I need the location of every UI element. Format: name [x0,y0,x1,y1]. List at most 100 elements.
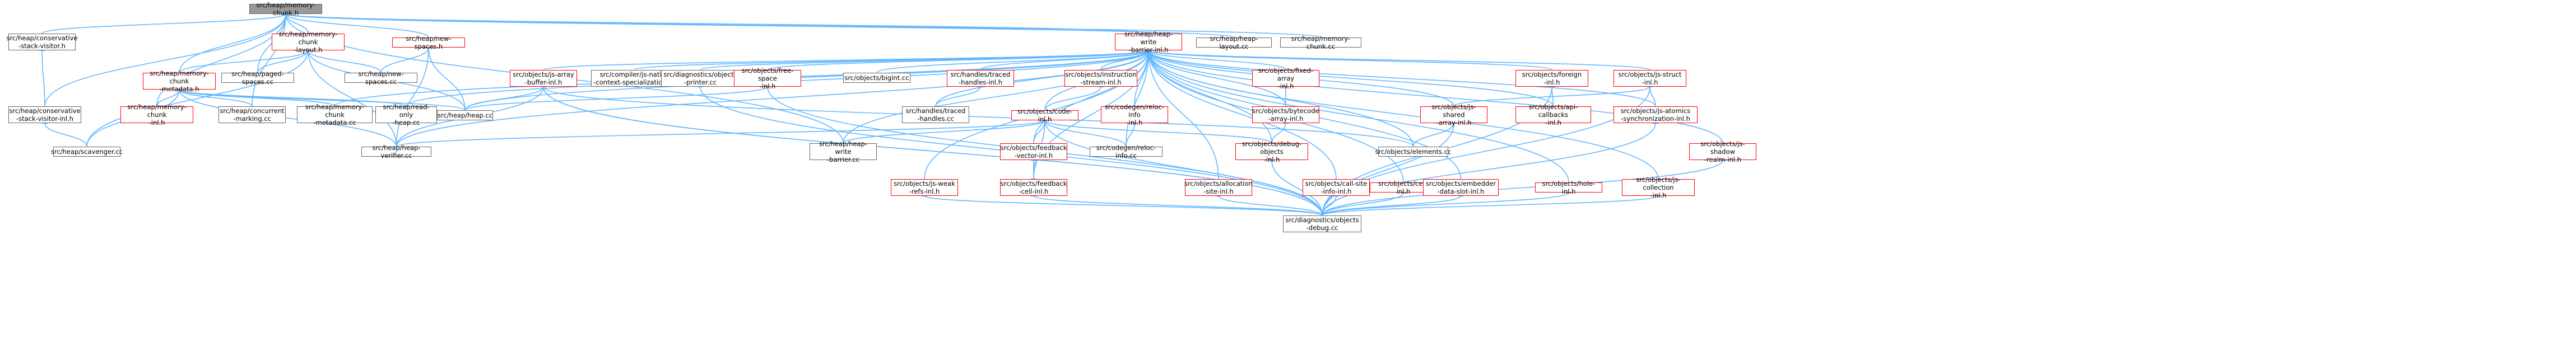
node-heap-write-barrier-inl-h[interactable]: src/heap/heap-write -barrier-inl.h [1115,30,1182,54]
edge-n7-n22 [176,83,253,107]
edge-n10-n25 [464,81,547,111]
node-objects-printer-cc[interactable]: src/diagnostics/objects -printer.cc [661,70,740,87]
node-free-space-inl-h[interactable]: src/objects/free-space -inl.h [734,67,801,90]
node-paged-spaces-cc[interactable]: src/heap/paged-spaces.cc [221,70,294,86]
edge-n3-n25 [425,41,466,111]
node-reloc-info-cc[interactable]: src/codegen/reloc-info.cc [1090,144,1163,160]
node-traced-handles-cc[interactable]: src/handles/traced -handles.cc [902,106,969,123]
node-memory-chunk-metadata-cc[interactable]: src/heap/memory-chunk -metadata.cc [297,103,373,126]
node-elements-cc[interactable]: src/objects/elements.cc [1375,147,1452,157]
edge-n15-n26 [935,81,984,107]
edge-n44-n49 [1322,190,1340,216]
edge-n2-n34 [305,44,397,147]
edge-n7-n25 [176,83,466,111]
node-feedback-cell-inl-h[interactable]: src/objects/feedback -cell-inl.h [1000,179,1067,196]
edge-n13-n25 [464,81,771,111]
node-scavenger-cc[interactable]: src/heap/scavenger.cc [50,147,123,157]
node-memory-chunk-layout-h[interactable]: src/heap/memory-chunk -layout.h [272,30,345,54]
node-objects-debug-cc[interactable]: src/diagnostics/objects -debug.cc [1283,215,1361,232]
node-heap-verifier-cc[interactable]: src/heap/heap-verifier.cc [361,144,431,160]
node-js-array-buffer-inl-h[interactable]: src/objects/js-array -buffer-inl.h [510,70,577,87]
edge-n0-n7 [179,8,289,73]
edge-n4-n47 [1145,44,1569,183]
edge-n3-n9 [380,41,432,73]
edge-n2-n7 [179,44,311,73]
edge-n4-n31 [1145,44,1554,107]
node-memory-chunk-metadata-h[interactable]: src/heap/memory-chunk -metadata.h [143,69,216,93]
node-code-inl-h[interactable]: src/objects/code-inl.h [1011,107,1078,123]
node-api-callbacks-inl-h[interactable]: src/objects/api-callbacks -inl.h [1515,103,1591,126]
node-js-shadow-realm-inl-h[interactable]: src/objects/js-shadow -realm-inl.h [1689,140,1756,163]
edge-n27-n37 [1041,114,1127,147]
edge-n7-n34 [176,83,397,147]
edge-n32-n49 [1322,117,1659,216]
node-heap-layout-cc[interactable]: src/heap/heap-layout.cc [1196,35,1272,50]
edge-n28-n37 [1126,117,1138,147]
edge-n0-n1 [41,8,289,34]
edge-n4-n48 [1145,44,1659,180]
edge-n0-n4 [282,8,1149,34]
node-debug-objects-inl-h[interactable]: src/objects/debug-objects -inl.h [1235,140,1308,163]
edge-n4-n18 [1145,44,1552,71]
node-heap-write-barrier-cc[interactable]: src/heap/heap-write -barrier.cc [810,140,877,163]
edge-n4-n40 [1145,44,1723,144]
node-js-collection-inl-h[interactable]: src/objects/js-collection -inl.h [1622,176,1695,199]
node-js-weak-refs-inl-h[interactable]: src/objects/js-weak -refs-inl.h [891,179,958,196]
edge-n4-n44 [1145,44,1337,180]
edge-n2-n33 [86,44,311,147]
edge-n27-n34 [396,114,1048,147]
edge-n4-n13 [767,44,1152,71]
node-call-site-info-inl-h[interactable]: src/objects/call-site -info-inl.h [1303,179,1370,196]
edge-n38-n49 [1268,154,1323,216]
node-conservative-stack-visitor-inl-h[interactable]: src/heap/conservative -stack-visitor-inl… [8,106,81,123]
node-conservative-stack-visitor-h[interactable]: src/heap/conservative -stack-visitor.h [6,34,78,50]
edge-n4-n37 [1126,44,1152,147]
edge-n4-n25 [464,44,1152,111]
edge-n10-n39 [540,81,1414,147]
edge-n0-n3 [282,8,429,38]
node-new-spaces-cc[interactable]: src/heap/new-spaces.cc [345,70,417,86]
node-memory-chunk-h: src/heap/memory-chunk.h [249,1,322,17]
node-fixed-array-inl-h[interactable]: src/objects/fixed-array -inl.h [1252,67,1319,90]
node-js-shared-array-inl-h[interactable]: src/objects/js-shared -array-inl.h [1420,103,1487,126]
edge-n40-n49 [1322,154,1726,216]
node-reloc-info-inl-h[interactable]: src/codegen/reloc-info -inl.h [1101,103,1168,126]
edge-n19-n30 [1453,81,1653,107]
edge-n42-n49 [1030,190,1323,216]
edge-n4-n15 [980,44,1152,71]
node-cell-inl-h[interactable]: src/objects/cell-inl.h [1370,180,1437,195]
node-bigint-cc[interactable]: src/objects/bigint.cc [843,73,910,83]
node-read-only-heap-cc[interactable]: src/heap/read-only -heap.cc [375,103,437,126]
node-embedder-data-slot-inl-h[interactable]: src/objects/embedder -data-slot-inl.h [1423,179,1499,196]
edge-n30-n49 [1322,117,1457,216]
node-js-atomics-synchronization-inl-h[interactable]: src/objects/js-atomics -synchronization-… [1614,106,1698,123]
edge-n27-n35 [843,114,1048,144]
node-js-struct-inl-h[interactable]: src/objects/js-struct -inl.h [1614,70,1686,87]
node-memory-chunk-inl-h[interactable]: src/heap/memory-chunk -inl.h [120,103,193,126]
node-concurrent-marking-cc[interactable]: src/heap/concurrent -marking.cc [218,106,286,123]
node-heap-cc[interactable]: src/heap/heap.cc [437,110,493,120]
edge-n4-n32 [1145,44,1656,107]
edge-n45-n49 [1322,186,1407,216]
node-allocation-site-inl-h[interactable]: src/objects/allocation -site-inl.h [1184,179,1253,196]
edge-n0-n5 [282,8,1235,38]
node-new-spaces-h[interactable]: src/heap/new-spaces.h [392,35,465,50]
edge-n16-n27 [1044,81,1104,111]
node-foreign-inl-h[interactable]: src/objects/foreign -inl.h [1515,70,1588,87]
node-instruction-stream-inl-h[interactable]: src/objects/instruction -stream-inl.h [1064,70,1137,87]
node-memory-chunk-cc[interactable]: src/heap/memory-chunk.cc [1280,35,1361,50]
edge-n20-n33 [41,117,87,147]
node-traced-handles-inl-h[interactable]: src/handles/traced -handles-inl.h [947,70,1014,87]
node-hole-inl-h[interactable]: src/objects/hole-inl.h [1535,180,1602,195]
edge-n1-n20 [39,44,45,107]
edge-n4-n26 [935,44,1152,107]
edge-n29-n38 [1271,117,1289,144]
node-feedback-vector-inl-h[interactable]: src/objects/feedback -vector-inl.h [1000,143,1067,160]
edge-n0-n21 [156,8,289,107]
edge-n47-n49 [1322,186,1572,216]
edge-n0-n22 [252,8,289,107]
node-bytecode-array-inl-h[interactable]: src/objects/bytecode -array-inl.h [1252,106,1319,123]
edge-n3-n34 [396,41,432,147]
